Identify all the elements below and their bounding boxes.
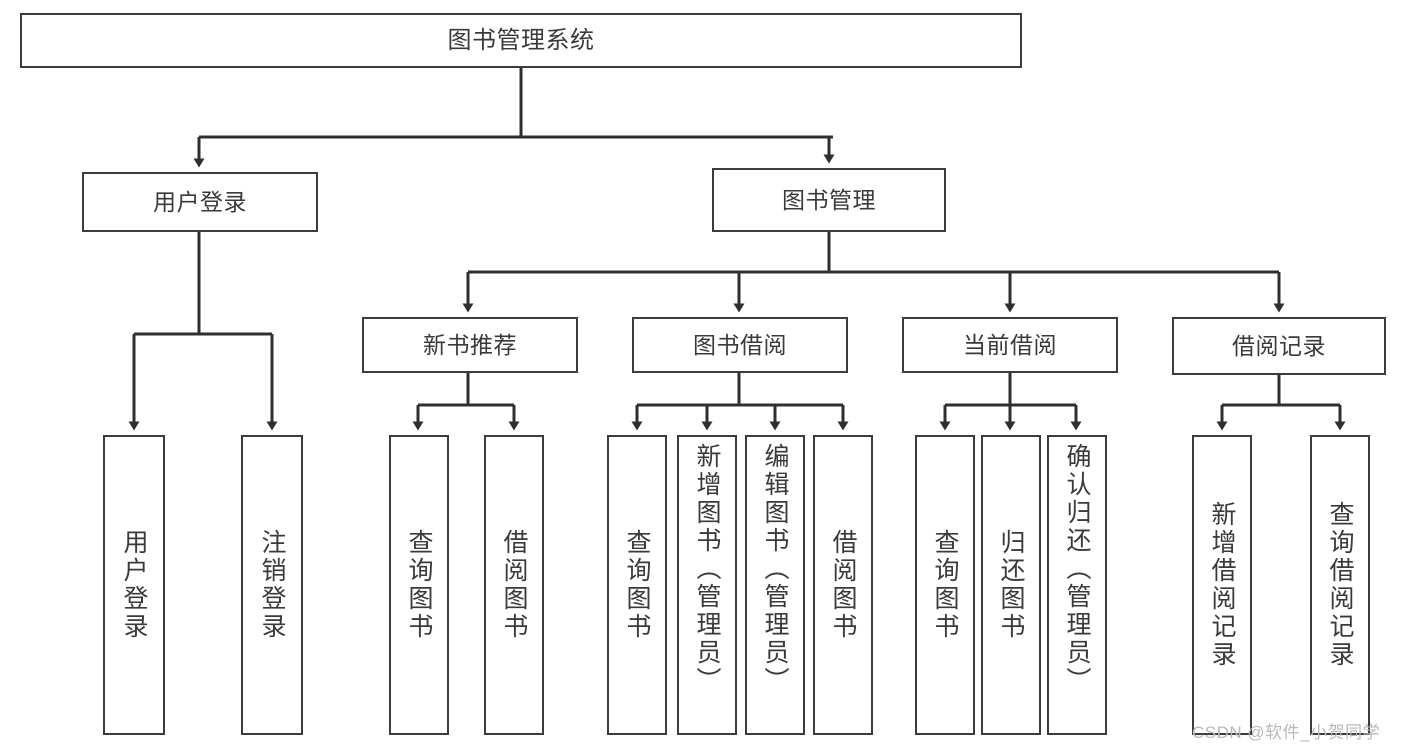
node-label: 新书推荐 bbox=[423, 331, 517, 358]
leaf-borrow-record-add-record[interactable]: 新增借阅记录 bbox=[1192, 435, 1252, 735]
leaf-user-login-logout[interactable]: 注销登录 bbox=[241, 435, 303, 735]
node-label: 归还图书 bbox=[997, 529, 1025, 641]
leaf-user-login-login[interactable]: 用户登录 bbox=[103, 435, 165, 735]
node-new-book-recommend[interactable]: 新书推荐 bbox=[362, 317, 578, 373]
leaf-book-borrow-borrow-book[interactable]: 借阅图书 bbox=[813, 435, 873, 735]
node-label: 图书管理系统 bbox=[447, 26, 595, 54]
node-label: 图书借阅 bbox=[693, 331, 787, 358]
node-label: 查询图书 bbox=[623, 529, 651, 641]
node-label: 查询借阅记录 bbox=[1326, 501, 1354, 669]
node-book-management[interactable]: 图书管理 bbox=[712, 168, 946, 232]
node-label: 借阅图书 bbox=[829, 529, 857, 641]
leaf-new-book-query-book[interactable]: 查询图书 bbox=[389, 435, 449, 735]
leaf-book-borrow-edit-book-admin[interactable]: 编辑图书（管理员） bbox=[745, 435, 805, 735]
node-label: 确认归还（管理员） bbox=[1063, 443, 1091, 695]
node-label: 注销登录 bbox=[258, 529, 286, 641]
node-label: 借阅图书 bbox=[500, 529, 528, 641]
node-current-borrow[interactable]: 当前借阅 bbox=[902, 317, 1118, 373]
leaf-new-book-borrow-book[interactable]: 借阅图书 bbox=[484, 435, 544, 735]
node-label: 查询图书 bbox=[931, 529, 959, 641]
node-label: 新增借阅记录 bbox=[1208, 501, 1236, 669]
csdn-watermark: CSDN @软件_小贺同学 bbox=[1192, 723, 1381, 742]
node-label: 当前借阅 bbox=[963, 331, 1057, 358]
node-label: 编辑图书（管理员） bbox=[761, 443, 789, 695]
node-label: 新增图书（管理员） bbox=[693, 443, 721, 695]
leaf-book-borrow-add-book-admin[interactable]: 新增图书（管理员） bbox=[677, 435, 737, 735]
leaf-current-borrow-query-book[interactable]: 查询图书 bbox=[915, 435, 975, 735]
node-user-login[interactable]: 用户登录 bbox=[82, 172, 318, 232]
leaf-current-borrow-confirm-return-admin[interactable]: 确认归还（管理员） bbox=[1047, 435, 1107, 735]
node-borrow-record[interactable]: 借阅记录 bbox=[1172, 317, 1386, 375]
node-book-borrow[interactable]: 图书借阅 bbox=[632, 317, 848, 373]
node-label: 用户登录 bbox=[153, 188, 247, 215]
node-label: 图书管理 bbox=[782, 186, 876, 213]
node-label: 借阅记录 bbox=[1232, 332, 1326, 359]
node-label: 用户登录 bbox=[120, 529, 148, 641]
node-root-book-management-system[interactable]: 图书管理系统 bbox=[20, 13, 1022, 68]
leaf-current-borrow-return-book[interactable]: 归还图书 bbox=[981, 435, 1041, 735]
node-label: 查询图书 bbox=[405, 529, 433, 641]
leaf-borrow-record-query-record[interactable]: 查询借阅记录 bbox=[1310, 435, 1370, 735]
leaf-book-borrow-query-book[interactable]: 查询图书 bbox=[607, 435, 667, 735]
